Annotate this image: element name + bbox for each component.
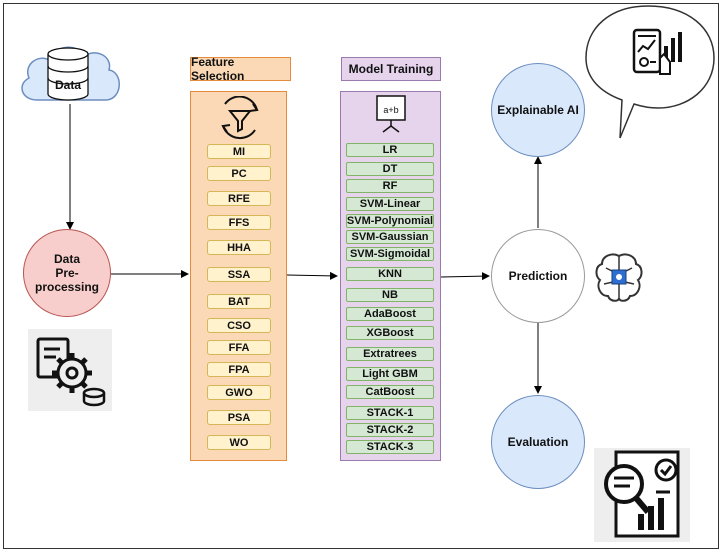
model-item-nb: NB (346, 288, 434, 302)
model-item-xgboost: XGBoost (346, 326, 434, 340)
model-item-dt: DT (346, 162, 434, 176)
explainable-ai-node: Explainable AI (491, 63, 585, 157)
feature-item-cso: CSO (207, 318, 271, 333)
gears-data-icon (36, 337, 106, 407)
model-item-svm-polynomial: SVM-Polynomial (346, 214, 434, 228)
prediction-node: Prediction (491, 229, 585, 323)
model-item-stack-1: STACK-1 (346, 406, 434, 420)
model-item-lr: LR (346, 143, 434, 157)
model-training-title: Model Training (341, 57, 441, 81)
model-item-adaboost: AdaBoost (346, 307, 434, 321)
model-item-svm-gaussian: SVM-Gaussian (346, 230, 434, 244)
preprocessing-node: Data Pre-processing (23, 229, 111, 317)
diagram-frame (3, 3, 719, 549)
feature-item-fpa: FPA (207, 362, 271, 377)
feature-item-ffa: FFA (207, 340, 271, 355)
model-item-svm-linear: SVM-Linear (346, 197, 434, 211)
feature-item-gwo: GWO (207, 385, 271, 400)
model-item-rf: RF (346, 179, 434, 193)
feature-item-bat: BAT (207, 294, 271, 309)
magnifier-report-icon (604, 450, 680, 538)
cloud-database-icon (21, 46, 120, 101)
preprocessing-label-line2: Pre-processing (34, 266, 100, 294)
model-item-light-gbm: Light GBM (346, 367, 434, 381)
arrow-feature-to-model (286, 271, 338, 280)
board-label: a+b (383, 105, 398, 115)
prediction-label: Prediction (508, 269, 568, 283)
evaluation-node: Evaluation (491, 395, 585, 489)
evaluation-label: Evaluation (507, 435, 569, 449)
model-item-stack-3: STACK-3 (346, 440, 434, 454)
feature-item-ffs: FFS (207, 215, 271, 230)
explainable-ai-label: Explainable AI (497, 103, 579, 117)
feature-item-psa: PSA (207, 410, 271, 425)
model-item-catboost: CatBoost (346, 385, 434, 399)
data-label: Data (54, 78, 81, 92)
feature-item-pc: PC (207, 166, 271, 181)
model-item-stack-2: STACK-2 (346, 423, 434, 437)
preprocessing-label-line1: Data (53, 252, 80, 266)
ai-brain-chip-icon (595, 253, 643, 302)
gears-data-panel (28, 329, 112, 411)
filter-refresh-icon (221, 96, 259, 140)
feature-item-rfe: RFE (207, 191, 271, 206)
model-item-knn: KNN (346, 267, 434, 281)
feature-selection-title: Feature Selection (190, 55, 291, 83)
arrow-model-to-prediction (440, 272, 490, 281)
feature-selection-panel: MI PC RFE FFS HHA SSA BAT CSO FFA FPA GWO PSA WO (190, 91, 287, 461)
phone-analytics-icon (632, 28, 682, 75)
model-item-svm-sigmoidal: SVM-Sigmoidal (346, 247, 434, 261)
feature-item-hha: HHA (207, 240, 271, 255)
model-item-extratrees: Extratrees (346, 347, 434, 361)
whiteboard-icon: a+b (376, 95, 406, 133)
report-panel (594, 448, 690, 542)
feature-item-ssa: SSA (207, 267, 271, 282)
feature-item-wo: WO (207, 435, 271, 450)
feature-item-mi: MI (207, 144, 271, 159)
